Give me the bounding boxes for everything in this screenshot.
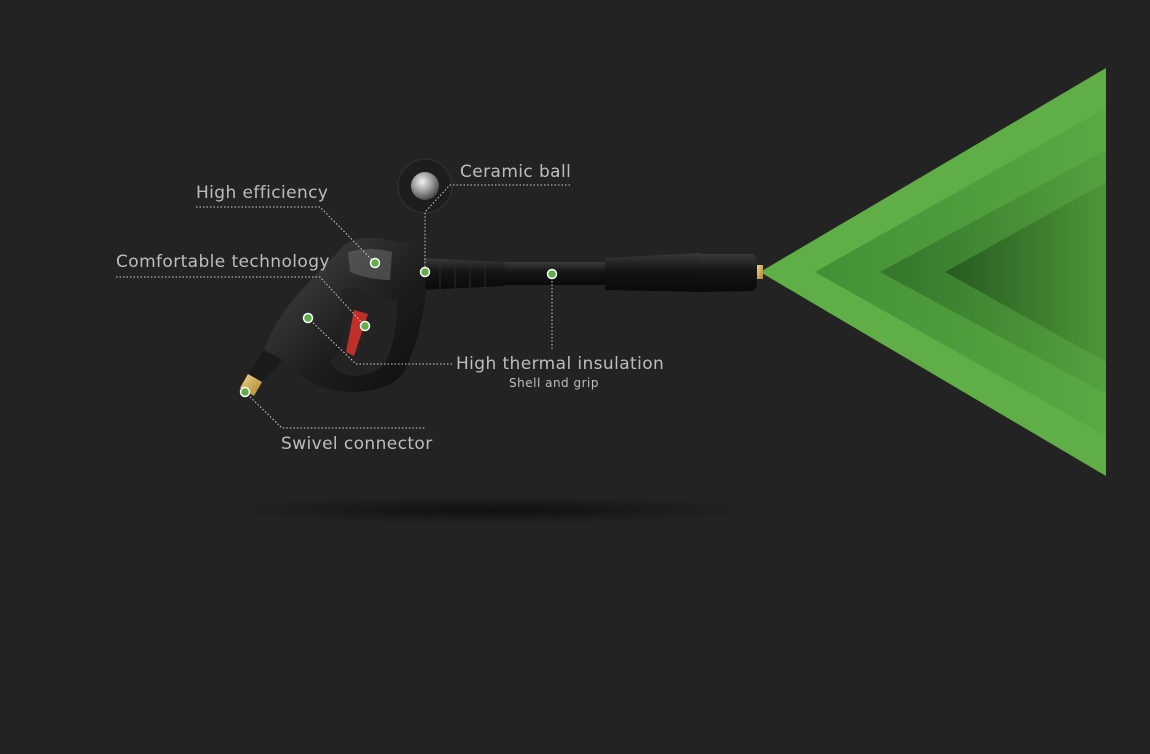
- label-ceramic-ball: Ceramic ball: [460, 162, 572, 182]
- marker-high-efficiency: [369, 257, 381, 269]
- label-shell-and-grip: Shell and grip: [509, 376, 599, 390]
- lance-tube: [420, 253, 763, 292]
- leader-lines: [116, 184, 570, 429]
- label-high-thermal-insulation: High thermal insulation: [456, 354, 665, 374]
- label-comfortable-technology: Comfortable technology: [116, 252, 330, 272]
- marker-comfortable-technology: [359, 320, 371, 332]
- label-swivel-connector: Swivel connector: [281, 434, 433, 454]
- marker-grip: [302, 312, 314, 324]
- marker-swivel-connector: [239, 386, 251, 398]
- marker-thermal-insulation: [546, 268, 558, 280]
- floor-shadow: [220, 496, 760, 524]
- markers: [239, 257, 558, 398]
- marker-ceramic-ball: [419, 266, 431, 278]
- ceramic-ball-inset: [397, 158, 453, 214]
- label-high-efficiency: High efficiency: [196, 183, 329, 203]
- spray-cone: [760, 68, 1106, 476]
